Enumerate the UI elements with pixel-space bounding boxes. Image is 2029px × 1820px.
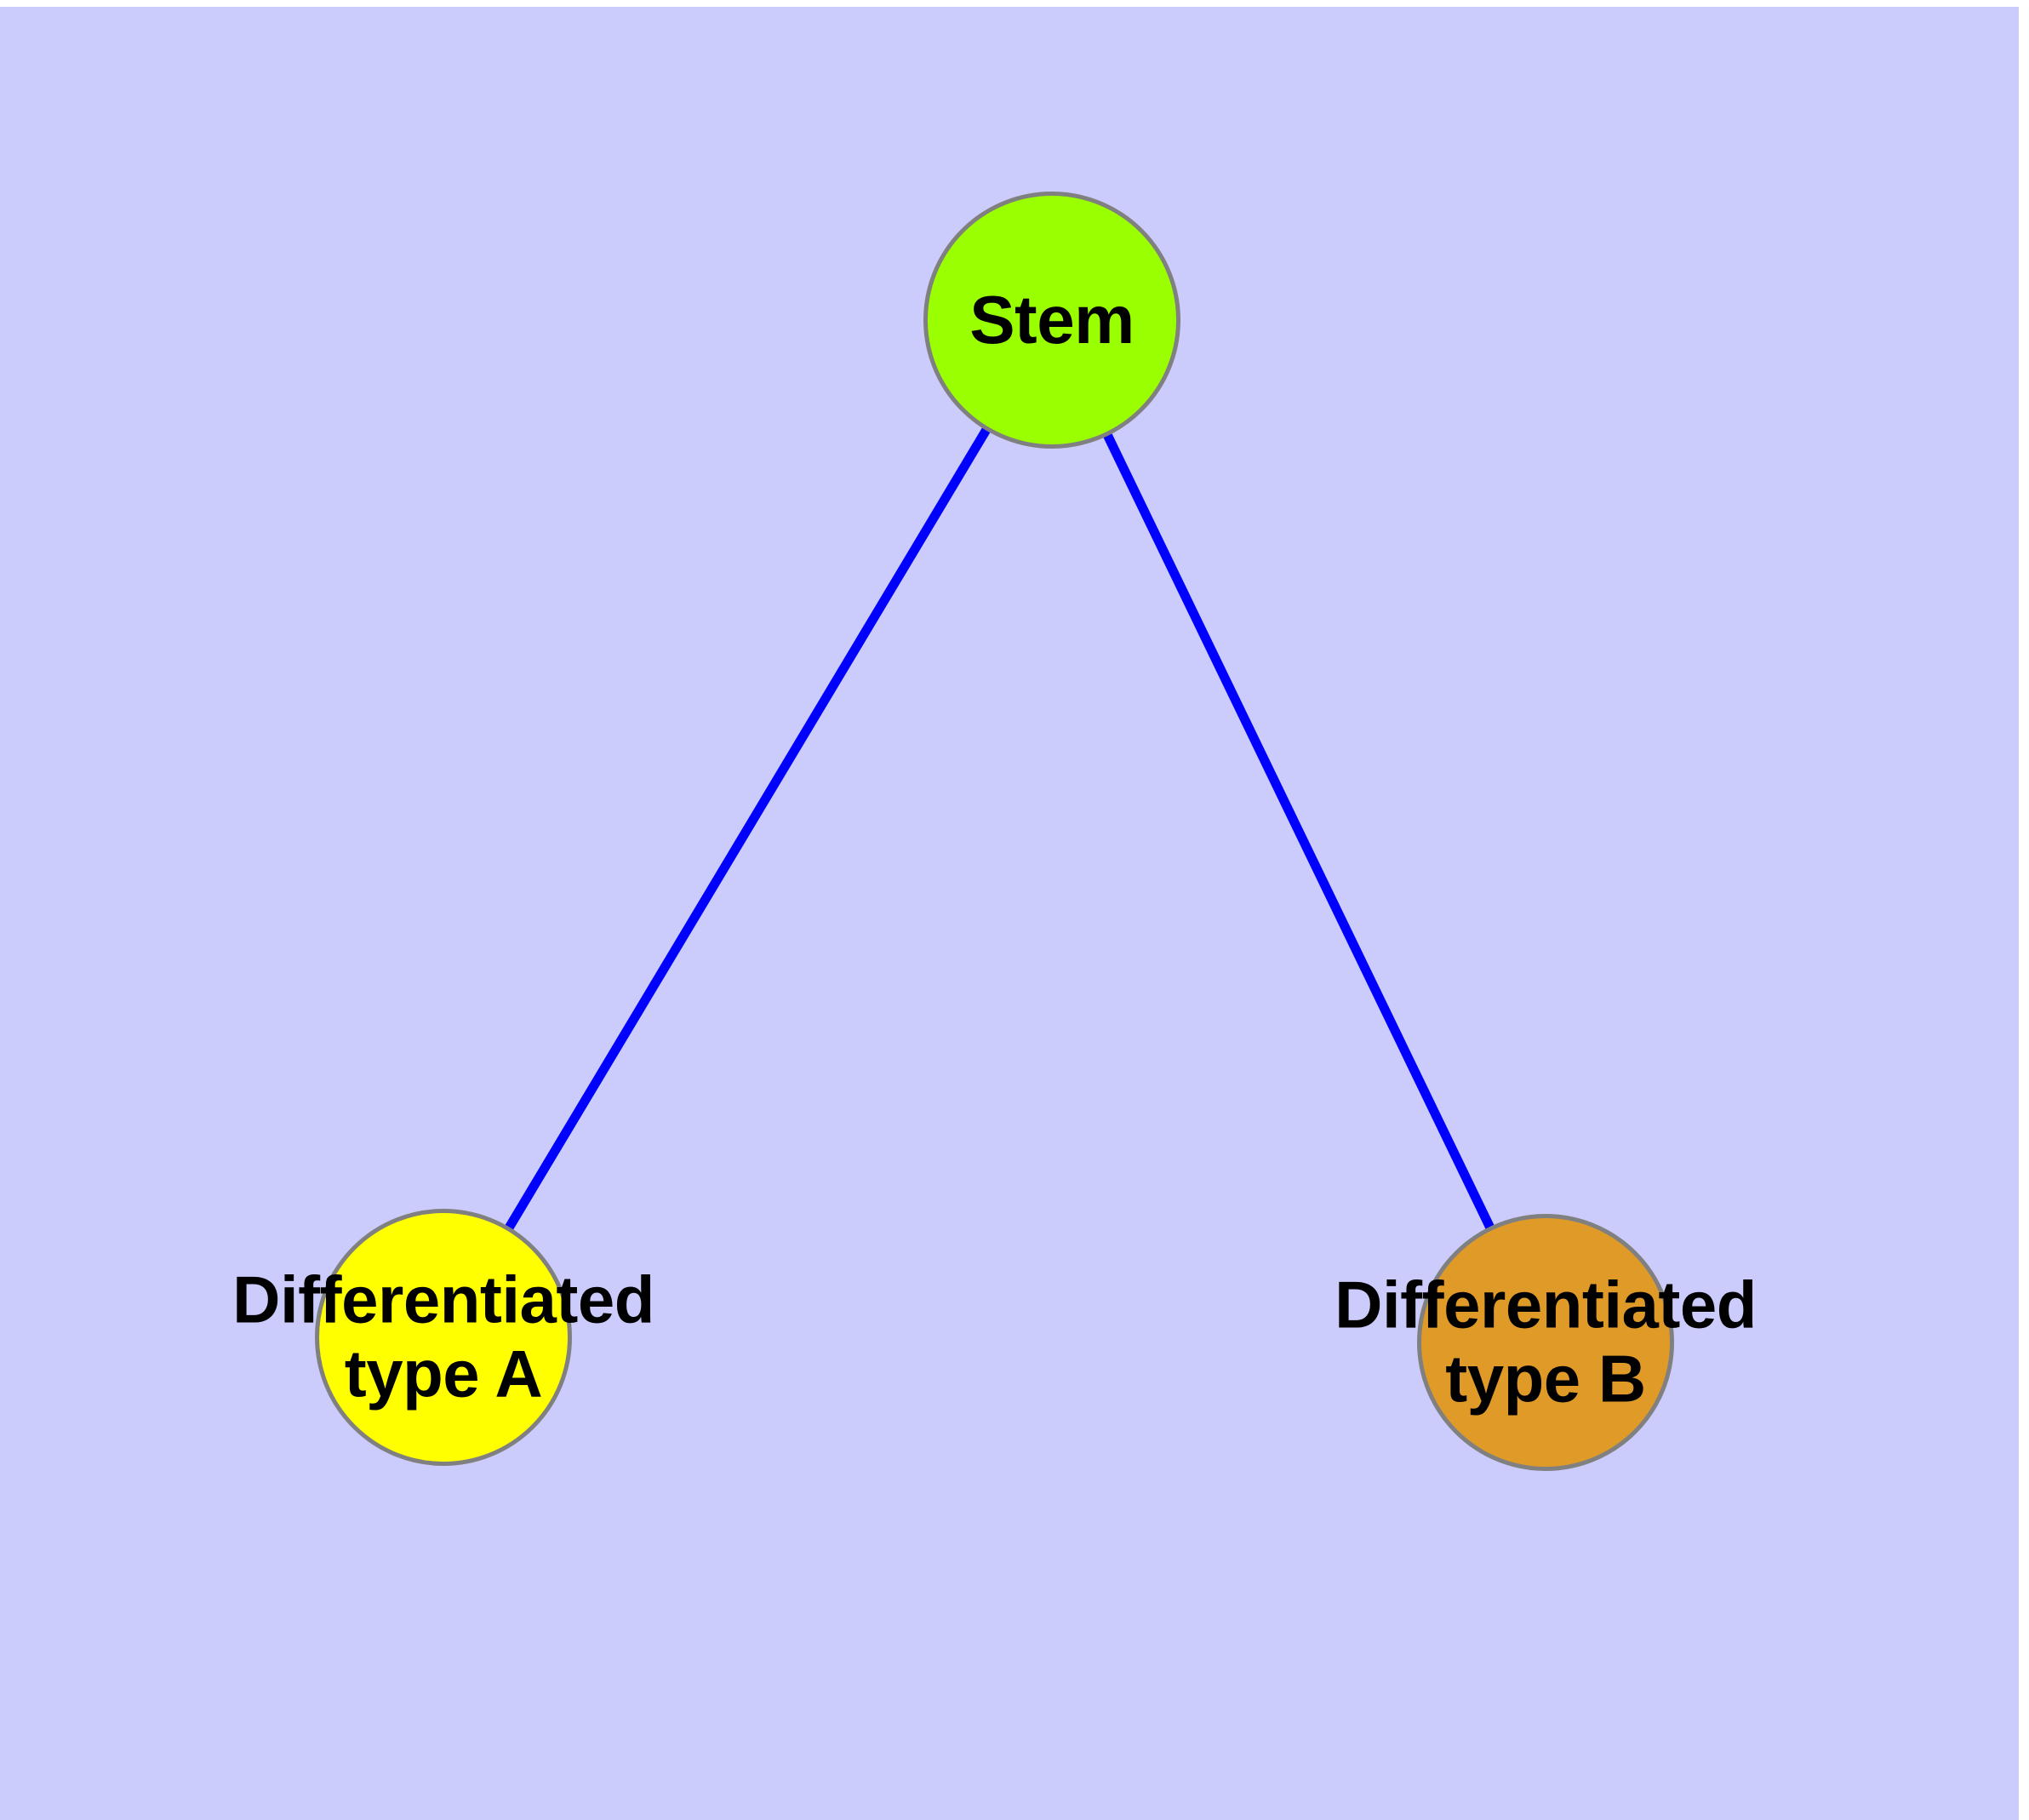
edge-stem-to-differentiated-type-a[interactable] xyxy=(504,426,992,1231)
node-layer xyxy=(315,192,1674,1471)
edge-layer xyxy=(504,426,1495,1231)
node-differentiated-type-b[interactable] xyxy=(1417,1214,1674,1471)
node-differentiated-type-a[interactable] xyxy=(315,1209,572,1466)
node-stem[interactable] xyxy=(923,192,1180,449)
edge-stem-to-differentiated-type-b[interactable] xyxy=(1102,432,1495,1231)
graph-svg xyxy=(315,192,1674,1471)
